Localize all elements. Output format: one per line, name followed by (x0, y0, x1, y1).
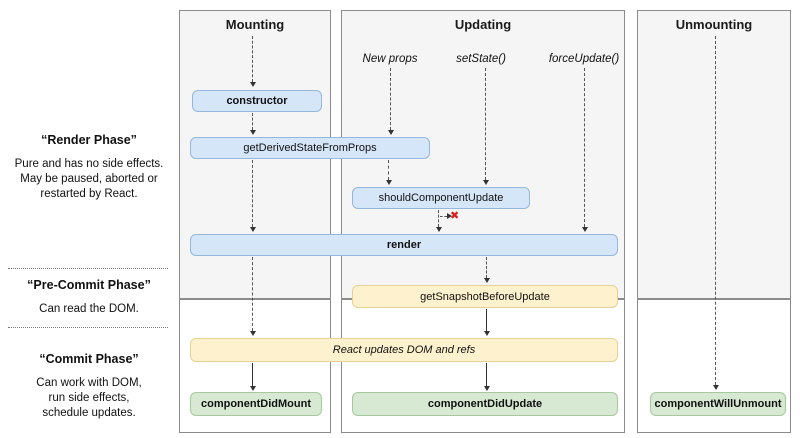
arrow-getderivedstate-to-render (250, 160, 256, 232)
arrow-render-to-getsnapshot (484, 257, 490, 283)
commit-phase-title: “Commit Phase” (39, 352, 139, 366)
commit-phase-line: schedule updates. (42, 407, 136, 419)
arrow-reactupdates-to-didupdate (484, 363, 490, 391)
render-phase-title: “Render Phase” (41, 133, 137, 147)
set-state-label: setState() (456, 53, 506, 65)
new-props-label: New props (362, 53, 418, 65)
getsnapshotbeforeupdate-box[interactable]: getSnapshotBeforeUpdate (352, 285, 618, 308)
shouldcomponentupdate-box[interactable]: shouldComponentUpdate (352, 187, 530, 209)
pre-commit-phase-line: Can read the DOM. (39, 303, 139, 315)
arrow-shouldupdate-to-render (436, 210, 442, 232)
arrow-constructor-to-getderivedstate (250, 113, 256, 135)
arrow-shouldupdate-false-branch (440, 213, 452, 219)
arrow-setstate-to-shouldupdate (483, 68, 489, 185)
arrow-getderivedstate-to-shouldupdate (386, 160, 392, 185)
getderivedstatefromprops-box[interactable]: getDerivedStateFromProps (190, 137, 430, 159)
unmounting-column-render-section: Unmounting (637, 10, 791, 299)
componentwillunmount-box[interactable]: componentWillUnmount (650, 392, 786, 416)
phase-divider (8, 268, 168, 269)
pre-commit-phase-title: “Pre-Commit Phase” (27, 278, 151, 292)
commit-phase-label: “Commit Phase” Can work with DOM, run si… (0, 352, 178, 421)
arrow-render-to-reactupdates (250, 257, 256, 336)
pre-commit-phase-label: “Pre-Commit Phase” Can read the DOM. (0, 278, 178, 317)
arrow-forceupdate-to-render (582, 68, 588, 232)
arrow-newprops-to-getderivedstate (388, 68, 394, 135)
render-phase-line: Pure and has no side effects. (14, 158, 164, 170)
arrow-reactupdates-to-didmount (250, 363, 256, 391)
componentdidupdate-box[interactable]: componentDidUpdate (352, 392, 618, 416)
unmounting-column-title: Unmounting (675, 17, 753, 32)
cancel-x-icon: ✖ (450, 209, 460, 222)
render-phase-line: May be paused, aborted or (20, 173, 158, 185)
constructor-box[interactable]: constructor (192, 90, 322, 112)
render-phase-line: restarted by React. (40, 188, 138, 200)
commit-phase-line: Can work with DOM, (36, 377, 142, 389)
phase-divider (8, 327, 168, 328)
force-update-label: forceUpdate() (548, 53, 620, 65)
render-box[interactable]: render (190, 234, 618, 256)
arrow-getsnapshot-to-reactupdates (484, 309, 490, 336)
react-updates-dom-box: React updates DOM and refs (190, 338, 618, 362)
componentdidmount-box[interactable]: componentDidMount (190, 392, 322, 416)
arrow-mounting-to-constructor (250, 36, 256, 87)
commit-phase-line: run side effects, (48, 392, 130, 404)
updating-column-title: Updating (454, 17, 512, 32)
render-phase-label: “Render Phase” Pure and has no side effe… (0, 133, 178, 202)
mounting-column-title: Mounting (225, 17, 285, 32)
arrow-unmounting-to-willunmount (713, 36, 719, 390)
